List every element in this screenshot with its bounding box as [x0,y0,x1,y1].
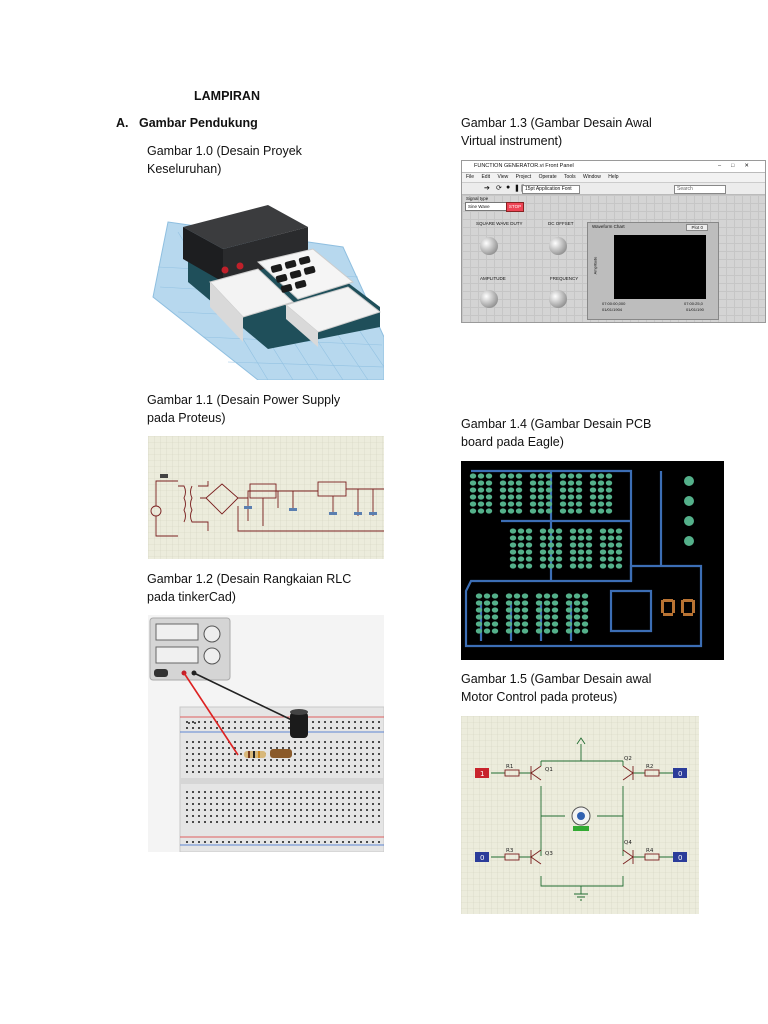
labview-window-title: FUNCTION GENERATOR.vi Front Panel [474,163,574,169]
transistor-q3-label: Q3 [545,851,553,857]
signal-type-select[interactable]: Sine Wave [465,202,507,211]
abort-icon[interactable]: ● [506,184,511,191]
dc-offset-knob[interactable] [549,237,567,255]
labview-titlebar: FUNCTION GENERATOR.vi Front Panel –□✕ [462,161,765,173]
knob-label-dc-offset: DC OFFSET [548,221,574,226]
labview-menubar: File Edit View Project Operate Tools Win… [462,173,765,183]
menu-item-operate[interactable]: Operate [538,174,557,180]
menu-item-tools[interactable]: Tools [563,174,576,180]
run-arrow-icon[interactable]: ➔ [484,185,490,192]
x-start-date: 01/01/1904 [602,307,623,312]
resistor-r1-label: R1 [506,764,513,770]
figure-1-1-power-supply-schematic [148,436,384,559]
input-1-value: 1 [480,770,484,778]
square-wave-duty-knob[interactable] [480,237,498,255]
resistor-r2-label: R2 [646,764,653,770]
caption-line: Gambar 1.2 (Desain Rangkaian RLC [147,572,352,586]
menu-item-help[interactable]: Help [608,174,619,180]
caption-line: Gambar 1.3 (Gambar Desain Awal [461,116,652,130]
caption-line: pada Proteus) [147,411,226,425]
amplitude-axis-label: Amplitude [592,256,598,275]
transistor-q1-label: Q1 [545,767,553,773]
knob-label-frequency: FREQUENCY [550,276,579,281]
menu-item-file[interactable]: File [466,174,475,180]
window-controls-icon: –□✕ [718,163,759,169]
chart-plot-area [614,235,706,299]
menu-item-edit[interactable]: Edit [481,174,491,180]
knob-label-square-wave-duty: SQUARE WAVE DUTY [476,221,523,226]
input-3-value: 0 [480,854,484,862]
transistor-q4-label: Q4 [624,840,632,846]
figure-1-4-caption: Gambar 1.4 (Gambar Desain PCB board pada… [461,415,651,451]
font-select[interactable]: 15pt Application Font [522,185,580,194]
waveform-chart: Waveform Chart Plot 0 Amplitude 07:00:00… [587,222,719,320]
x-end-date: 01/01/190 [686,307,704,312]
x-start-time: 07:00:00,000 [602,301,626,306]
figure-1-3-caption: Gambar 1.3 (Gambar Desain Awal Virtual i… [461,114,652,150]
resistor-r3-label: R3 [506,848,514,854]
figure-1-5-motor-control-schematic: 1 0 0 0 R1 R2 R3 R4 Q1 Q2 Q3 Q4 [461,716,699,914]
caption-line: Gambar 1.4 (Gambar Desain PCB [461,417,652,431]
caption-line: board pada Eagle) [461,435,564,449]
figure-1-0-project-render [148,187,384,380]
section-letter: A. [116,116,129,130]
transistor-q2-label: Q2 [624,756,632,762]
labview-panel: Signal type Sine Wave STOP SQUARE WAVE D… [462,195,765,322]
figure-1-5-caption: Gambar 1.5 (Gambar Desain awal Motor Con… [461,670,651,706]
caption-line: Virtual instrument) [461,134,563,148]
caption-line: Gambar 1.1 (Desain Power Supply [147,393,341,407]
caption-line: Motor Control pada proteus) [461,690,618,704]
knob-label-amplitude: AMPLITUDE [480,276,506,281]
pause-icon[interactable]: ❚❚ [514,185,526,192]
section-title: Gambar Pendukung [139,116,258,130]
figure-1-4-pcb-layout [461,461,724,660]
frequency-knob[interactable] [549,290,567,308]
stop-button[interactable]: STOP [506,202,524,212]
input-4-value: 0 [678,854,682,862]
caption-line: Gambar 1.5 (Gambar Desain awal [461,672,652,686]
x-end-time: 07:00:25,0 [684,301,703,306]
caption-line: Keseluruhan) [147,162,222,176]
figure-1-2-rlc-breadboard [148,615,384,852]
figure-1-3-labview-front-panel: FUNCTION GENERATOR.vi Front Panel –□✕ Fi… [461,160,766,323]
caption-line: Gambar 1.0 (Desain Proyek [147,144,302,158]
resistor-r4-label: R4 [646,848,654,854]
run-continuously-icon[interactable]: ⟳ [496,185,502,192]
menu-item-project[interactable]: Project [515,174,532,180]
amplitude-knob[interactable] [480,290,498,308]
search-input[interactable]: Search [674,185,726,194]
page-title: LAMPIRAN [194,89,260,103]
menu-item-window[interactable]: Window [583,174,601,180]
labview-toolbar: ➔ ⟳ ● ❚❚ 15pt Application Font Search [462,183,765,195]
waveform-chart-title: Waveform Chart [592,224,625,229]
menu-item-view[interactable]: View [497,174,509,180]
signal-type-label: Signal type [466,196,489,201]
plot-legend: Plot 0 [686,224,708,231]
caption-line: pada tinkerCad) [147,590,236,604]
figure-1-0-caption: Gambar 1.0 (Desain Proyek Keseluruhan) [147,142,302,178]
input-2-value: 0 [678,770,682,778]
figure-1-1-caption: Gambar 1.1 (Desain Power Supply pada Pro… [147,391,340,427]
figure-1-2-caption: Gambar 1.2 (Desain Rangkaian RLC pada ti… [147,570,351,606]
